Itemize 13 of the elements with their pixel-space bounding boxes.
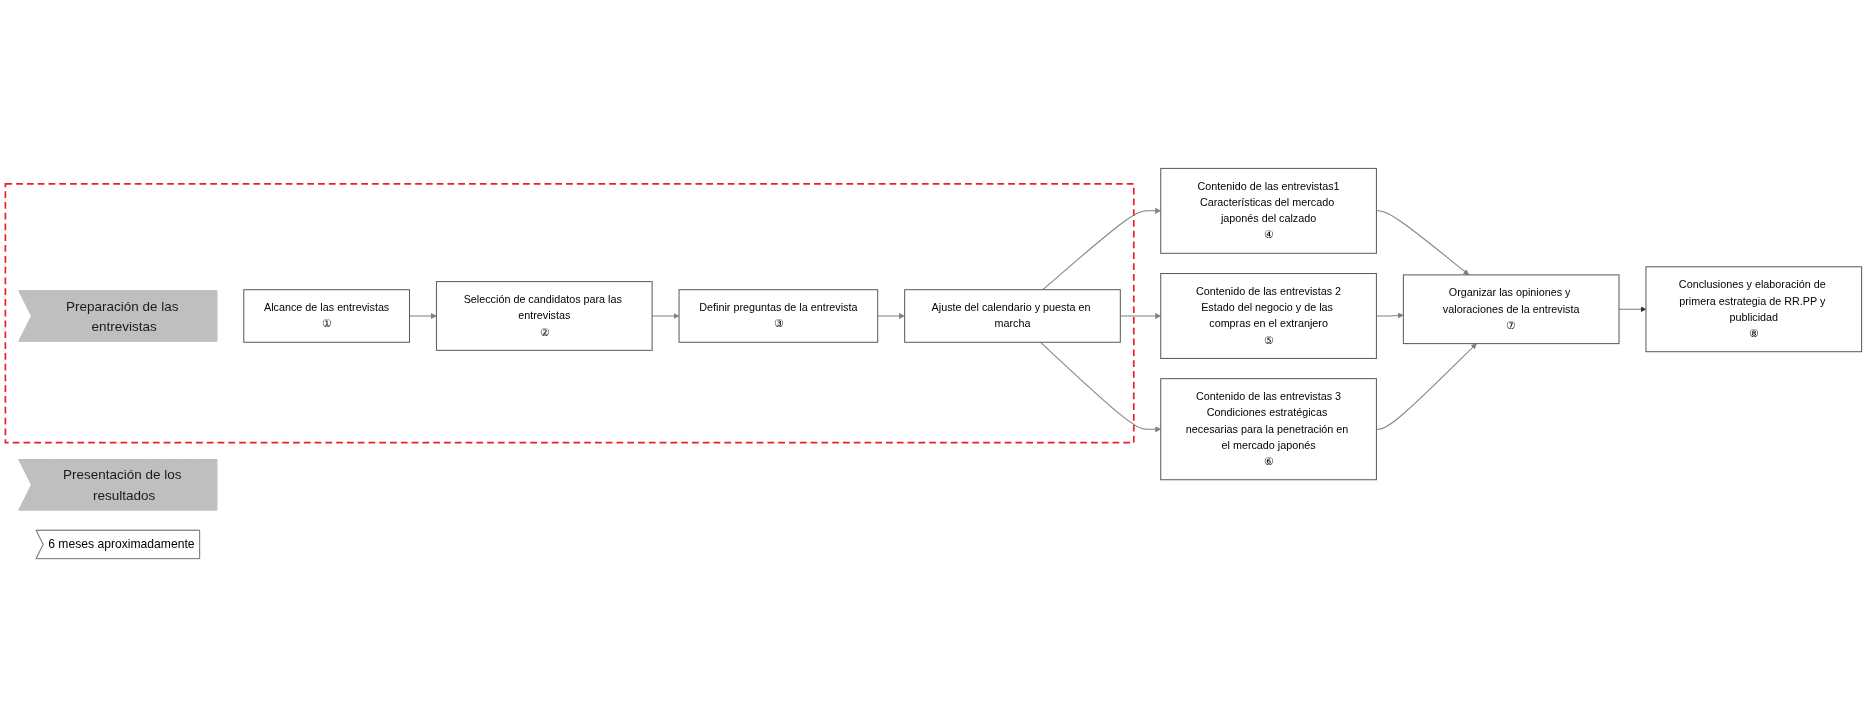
node-box: Ajuste del calendario y puesta en marcha [904, 289, 1121, 343]
node-box: Contenido de las entrevistas1 Características del mercado japonés del calzado ④ [1160, 167, 1377, 254]
node-box: Contenido de las entrevistas 3 Condiciones estratégicas necesarias para la penetración en el mercado japonés ⑥ [1160, 378, 1377, 481]
node-box: Conclusiones y elaboración de primera estrategia de RR.PP y publicidad ⑧ [1645, 266, 1863, 353]
node-box: Definir preguntas de la entrevista ③ [678, 289, 879, 343]
node-box: Organizar las opiniones y valoraciones de la entrevista ⑦ [1402, 274, 1620, 345]
node-box: Alcance de las entrevistas ① [243, 289, 410, 343]
cluster [4, 183, 1135, 444]
arrow [1042, 207, 1161, 291]
arrow [1040, 341, 1161, 433]
node-box: Selección de candidatos para las entrevistas ② [435, 281, 653, 351]
arrow [877, 313, 905, 319]
node-box: Contenido de las entrevistas 2 Estado del negocio y de las compras en el extranjero ⑤ [1160, 273, 1377, 359]
